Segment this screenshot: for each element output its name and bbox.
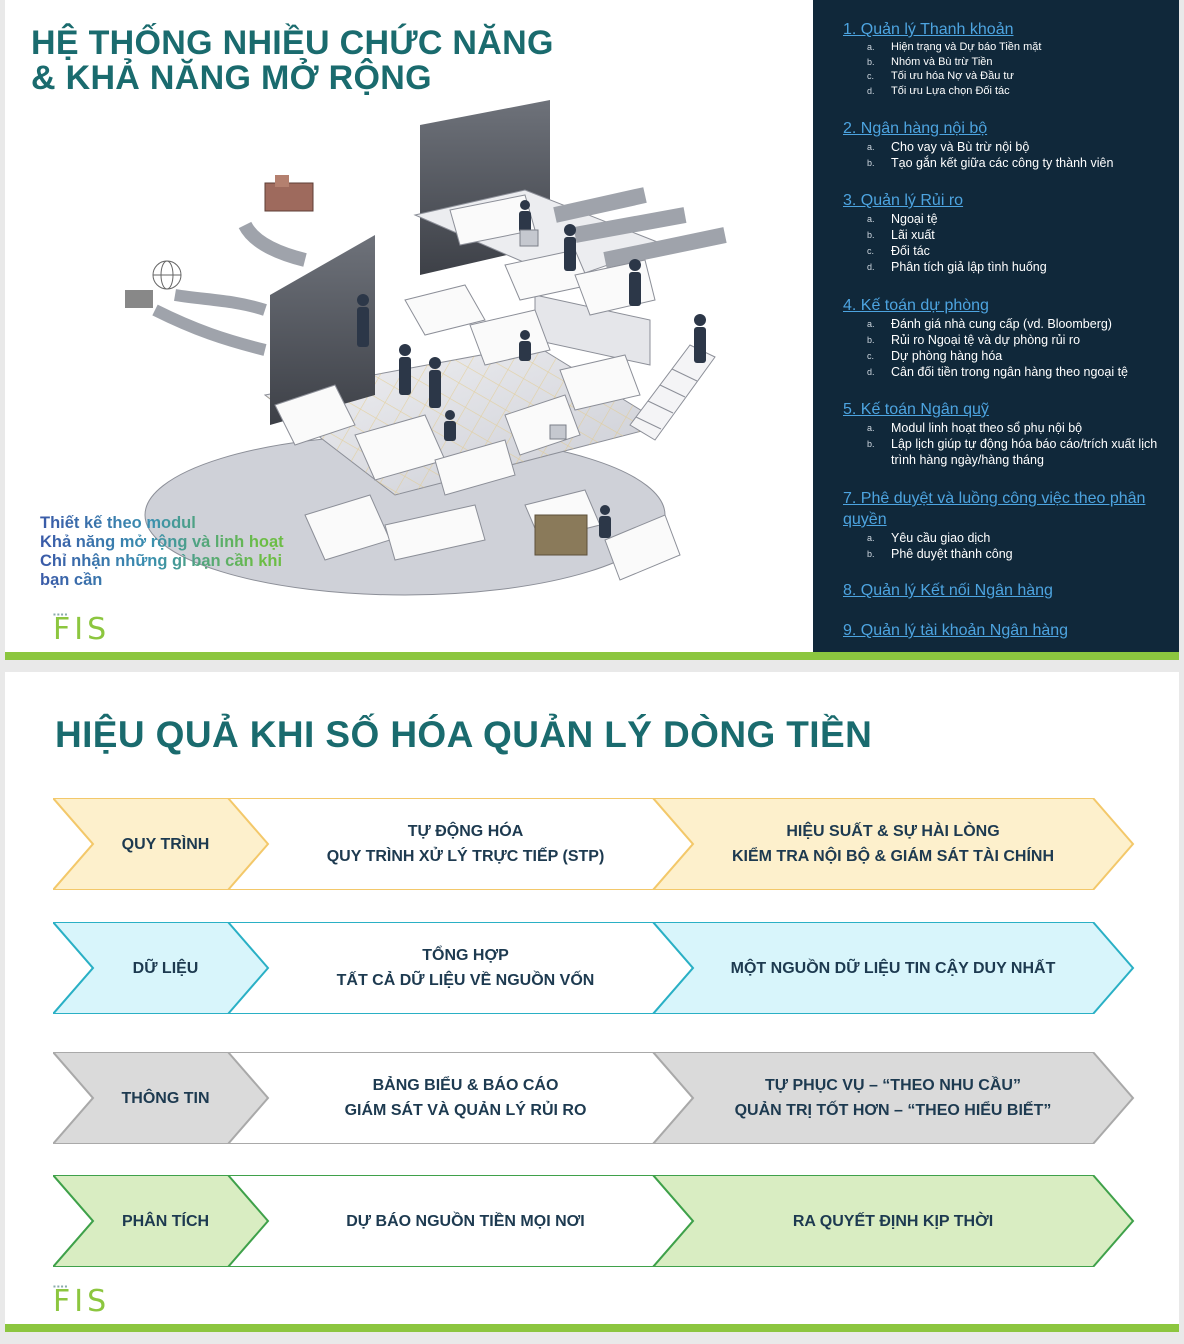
row-label: THÔNG TIN <box>121 1089 210 1107</box>
row-middle: TỰ ĐỘNG HÓA QUY TRÌNH XỬ LÝ TRỰC TIẾP (S… <box>326 823 605 865</box>
information-arrow-chevrons <box>53 1052 1135 1144</box>
benefit-row-data: DỮ LIỆU TỔNG HỢP TẤT CẢ DỮ LIỆU VỀ NGUỒN… <box>53 922 1137 1014</box>
benefit-row-analysis: PHÂN TÍCH DỰ BÁO NGUỒN TIỀN MỌI NƠI RA Q… <box>53 1175 1137 1267</box>
row-outcome: RA QUYẾT ĐỊNH KỊP THỜI <box>792 1212 994 1230</box>
section-liquidity: 1. Quản lý Thanh khoản a.Hiện trạng và D… <box>843 21 1042 97</box>
slide1-title: HỆ THỐNG NHIỀU CHỨC NĂNG & KHẢ NĂNG MỞ R… <box>31 24 554 97</box>
row-middle: DỰ BÁO NGUỒN TIỀN MỌI NƠI <box>346 1212 585 1230</box>
feature-panel: 1. Quản lý Thanh khoản a.Hiện trạng và D… <box>813 0 1179 652</box>
slide1-footer-bar <box>5 652 1179 660</box>
row-middle: BẢNG BIỂU & BÁO CÁO GIÁM SÁT VÀ QUẢN LÝ … <box>344 1077 587 1119</box>
slide2-footer-bar <box>5 1324 1179 1332</box>
treasury-building-illustration <box>125 100 727 596</box>
row-outcome: TỰ PHỤC VỤ – “THEO NHU CẦU” QUẢN TRỊ TỐT… <box>734 1077 1052 1119</box>
row-middle: TỔNG HỢP TẤT CẢ DỮ LIỆU VỀ NGUỒN VỐN <box>336 947 595 989</box>
section-bank-connectivity: 8. Quản lý Kết nối Ngân hàng <box>843 582 1053 599</box>
logo-dots-icon: ▪▪▪▪ <box>53 610 69 619</box>
section-treasury-accounting: 5. Kế toán Ngân quỹ a.Modul linh hoạt th… <box>843 401 1158 467</box>
slide2-title: HIỆU QUẢ KHI SỐ HÓA QUẢN LÝ DÒNG TIỀN <box>55 714 873 755</box>
process-arrow-chevrons <box>53 798 1135 890</box>
modular-tagline: Thiết kế theo modul Khả năng mở rộng và … <box>40 514 284 589</box>
benefit-row-process: QUY TRÌNH TỰ ĐỘNG HÓA QUY TRÌNH XỬ LÝ TR… <box>53 798 1137 890</box>
row-label: DỮ LIỆU <box>132 959 199 977</box>
row-outcome: HIỆU SUẤT & SỰ HÀI LÒNG KIỂM TRA NỘI BỘ … <box>731 823 1055 865</box>
analysis-arrow-chevrons <box>53 1175 1135 1267</box>
section-risk: 3. Quản lý Rủi ro a.Ngoại tệ b.Lãi xuất … <box>843 192 1047 274</box>
section-bank-account-management: 9. Quản lý tài khoản Ngân hàng <box>843 622 1069 639</box>
section-approval-workflow: 7. Phê duyệt và luồng công việc theo phâ… <box>843 490 1146 561</box>
row-outcome: MỘT NGUỒN DỮ LIỆU TIN CẬY DUY NHẤT <box>730 959 1056 977</box>
benefit-row-information: THÔNG TIN BẢNG BIỂU & BÁO CÁO GIÁM SÁT V… <box>53 1052 1137 1144</box>
row-label: QUY TRÌNH <box>121 835 210 853</box>
slide-system-overview: HỆ THỐNG NHIỀU CHỨC NĂNG & KHẢ NĂNG MỞ R… <box>5 0 1179 660</box>
section-hedge-accounting: 4. Kế toán dự phòng a.Đánh giá nhà cung … <box>843 297 1128 379</box>
logo-dots-icon: ▪▪▪▪ <box>53 1282 69 1291</box>
slide-digitization-benefits: HIỆU QUẢ KHI SỐ HÓA QUẢN LÝ DÒNG TIỀN QU… <box>5 672 1179 1332</box>
section-inhouse-bank: 2. Ngân hàng nội bộ a.Cho vay và Bù trừ … <box>843 120 1114 170</box>
row-label: PHÂN TÍCH <box>121 1212 210 1230</box>
data-arrow-chevrons <box>53 922 1135 1014</box>
